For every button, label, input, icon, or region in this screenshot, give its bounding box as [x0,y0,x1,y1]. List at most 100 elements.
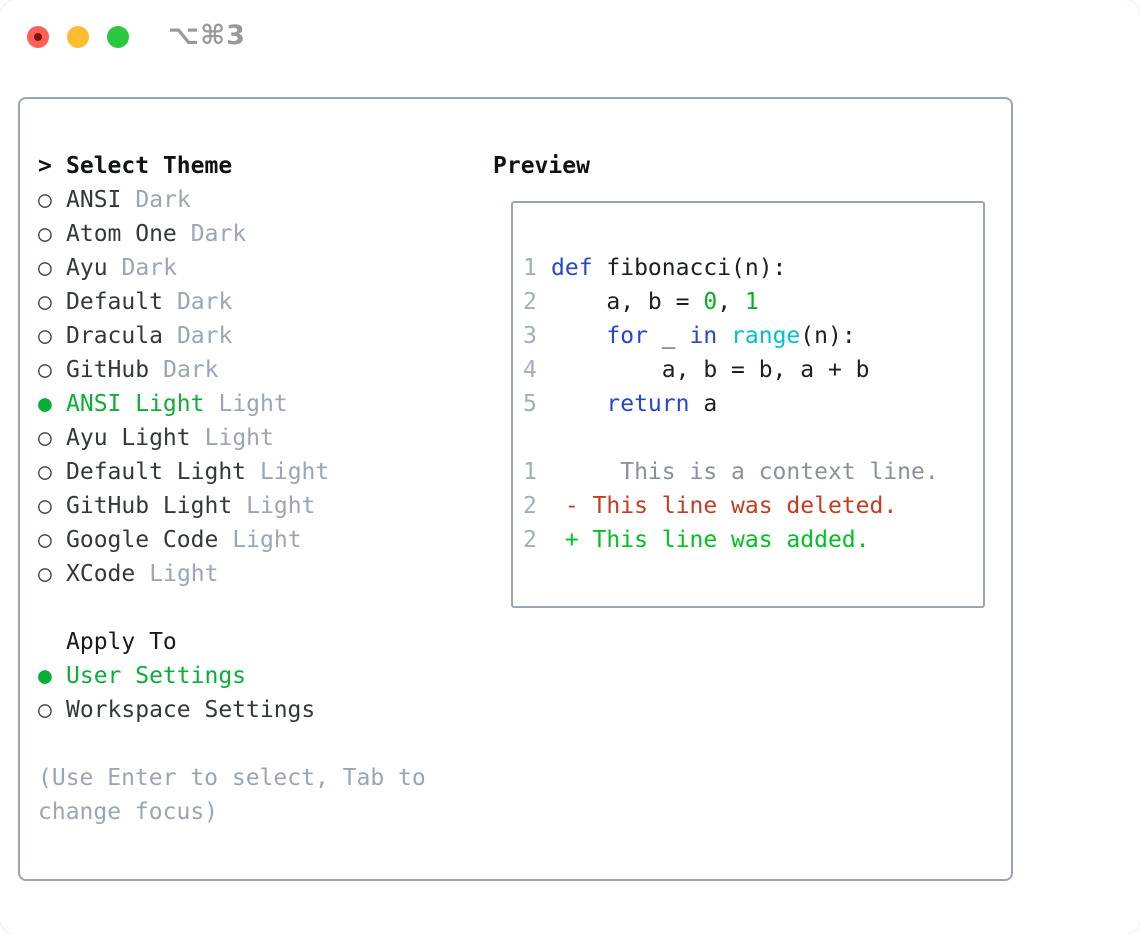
theme-variant: Light [149,561,219,587]
theme-name: Default [66,289,163,315]
zoom-button[interactable] [107,26,129,48]
code-text: def fibonacci(n): [551,255,787,281]
line-number: 3 [523,323,537,349]
line-number: 2 [523,289,537,315]
code-line [523,421,975,455]
theme-option[interactable]: ○ Ayu Light Light [38,421,468,455]
theme-option[interactable]: ○ Default Light Light [38,455,468,489]
apply-to-title: Apply To [66,629,177,655]
radio-icon: ○ [38,561,52,587]
close-button[interactable] [27,26,49,48]
code-text: - This line was deleted. [551,493,898,519]
theme-name: Atom One [66,221,177,247]
theme-variant: Dark [176,323,233,349]
theme-option[interactable]: ○ Google Code Light [38,523,468,557]
theme-option[interactable]: ○ XCode Light [38,557,468,591]
code-text: for _ in range(n): [606,323,856,349]
select-theme-header: > Select Theme [38,149,468,183]
theme-name: Ayu Light [66,425,191,451]
theme-variant: Light [218,391,288,417]
theme-variant: Dark [176,289,233,315]
theme-option[interactable]: ○ Atom One Dark [38,217,468,251]
radio-icon: ○ [38,357,52,383]
line-number: 4 [523,357,537,383]
theme-variant: Light [204,425,274,451]
line-number: 1 [523,255,537,281]
theme-variant: Dark [121,255,177,281]
code-text: a, b = b, a + b [551,357,870,383]
theme-variant: Light [232,527,302,553]
code-line: 2 a, b = 0, 1 [523,285,975,319]
theme-name: XCode [66,561,136,587]
apply-option-label: User Settings [66,663,247,689]
line-number: 2 [523,527,537,553]
line-number: 2 [523,493,537,519]
code-line: 3 for _ in range(n): [523,319,975,353]
radio-icon: ● [38,391,52,417]
spacer [38,591,468,625]
theme-option[interactable]: ○ GitHub Light Light [38,489,468,523]
preview-box: 1 def fibonacci(n): 2 a, b = 0, 1 3 for _… [511,201,985,608]
theme-option[interactable]: ○ Ayu Dark [38,251,468,285]
theme-name: Dracula [66,323,163,349]
select-theme-title: Select Theme [66,153,233,179]
code-listing: 1 def fibonacci(n): 2 a, b = 0, 1 3 for _… [523,251,975,557]
apply-option[interactable]: ○ Workspace Settings [38,693,468,727]
line-number [523,421,551,455]
code-line: 1 def fibonacci(n): [523,251,975,285]
radio-icon: ○ [38,289,52,315]
apply-option-label: Workspace Settings [66,697,316,723]
titlebar: ⌥⌘3 [0,0,1140,75]
code-line: 2 + This line was added. [523,523,975,557]
radio-icon: ○ [38,493,52,519]
spacer [38,727,468,761]
theme-variant: Light [246,493,316,519]
hint-text: (Use Enter to select, Tab to change focu… [38,765,426,825]
line-number: 1 [523,459,537,485]
code-text: a, b = 0, 1 [551,289,759,315]
keyboard-shortcut-label: ⌥⌘3 [168,20,246,51]
theme-variant: Dark [135,187,191,213]
theme-name: ANSI Light [66,391,205,417]
preview-title: Preview [493,153,590,179]
radio-icon: ○ [38,221,52,247]
theme-name: Google Code [66,527,219,553]
theme-option[interactable]: ○ ANSI Dark [38,183,468,217]
code-text: + This line was added. [551,527,870,553]
radio-icon: ○ [38,187,52,213]
code-line: 4 a, b = b, a + b [523,353,975,387]
theme-name: GitHub [66,357,150,383]
prompt-icon: > [38,153,52,179]
radio-icon: ● [38,663,52,689]
radio-icon: ○ [38,425,52,451]
apply-list: ● User Settings ○ Workspace Settings [38,659,468,727]
theme-name: Ayu [66,255,108,281]
code-line: 1 This is a context line. [523,455,975,489]
theme-variant: Dark [163,357,219,383]
radio-icon: ○ [38,527,52,553]
radio-icon: ○ [38,255,52,281]
theme-name: ANSI [66,187,122,213]
theme-variant: Light [260,459,330,485]
code-line: 5 return a [523,387,975,421]
apply-option[interactable]: ● User Settings [38,659,468,693]
theme-name: GitHub Light [66,493,233,519]
window-controls [27,26,129,48]
minimize-button[interactable] [67,26,89,48]
apply-header-indent [38,625,66,659]
code-text: This is a context line. [551,459,939,485]
theme-option[interactable]: ○ GitHub Dark [38,353,468,387]
radio-icon: ○ [38,459,52,485]
code-text: return a [606,391,718,417]
theme-name: Default Light [66,459,247,485]
theme-option[interactable]: ○ Default Dark [38,285,468,319]
apply-to-header: Apply To [38,625,468,659]
radio-icon: ○ [38,697,52,723]
theme-option[interactable]: ● ANSI Light Light [38,387,468,421]
theme-variant: Dark [190,221,247,247]
